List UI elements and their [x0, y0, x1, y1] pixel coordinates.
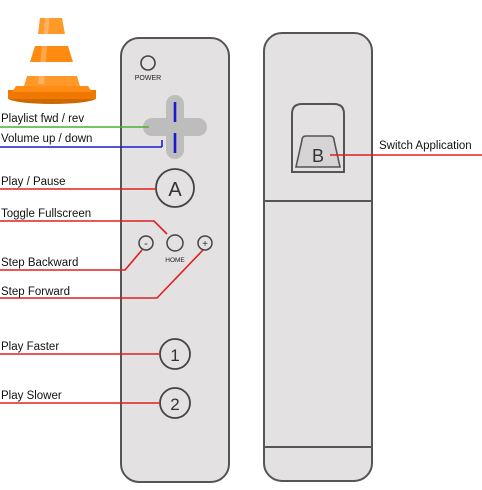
playlist-label: Playlist fwd / rev: [1, 113, 85, 125]
step-back-callout-line: [0, 249, 143, 271]
power-label: POWER: [135, 75, 161, 82]
minus-button[interactable]: [138, 235, 154, 251]
home-button[interactable]: [166, 234, 184, 252]
minus-label: -: [144, 238, 148, 250]
a-button[interactable]: [155, 168, 195, 208]
callout-lines: [0, 126, 482, 404]
remote-back-body: [263, 32, 373, 482]
slower-label: Play Slower: [1, 390, 62, 402]
a-button-label: A: [168, 179, 182, 201]
remote-front-body: [120, 37, 230, 483]
step-fwd-label: Step Forward: [1, 286, 71, 298]
plus-button[interactable]: [197, 235, 213, 251]
play-pause-label: Play / Pause: [1, 176, 66, 188]
one-button-label: 1: [170, 346, 179, 365]
step-fwd-callout-line: [0, 249, 204, 299]
volume-label: Volume up / down: [1, 133, 93, 145]
faster-label: Play Faster: [1, 341, 60, 353]
fullscreen-callout-line: [0, 220, 168, 235]
plus-label: +: [202, 239, 208, 250]
power-button[interactable]: [140, 55, 156, 71]
home-label: HOME: [165, 257, 185, 264]
switch-app-label: Switch Application: [379, 140, 472, 152]
b-trigger-label: B: [312, 146, 324, 166]
dpad[interactable]: [143, 95, 207, 159]
two-button-label: 2: [170, 395, 179, 414]
step-back-label: Step Backward: [1, 257, 79, 269]
vlc-cone-icon: [8, 6, 96, 104]
fullscreen-label: Toggle Fullscreen: [1, 208, 92, 220]
